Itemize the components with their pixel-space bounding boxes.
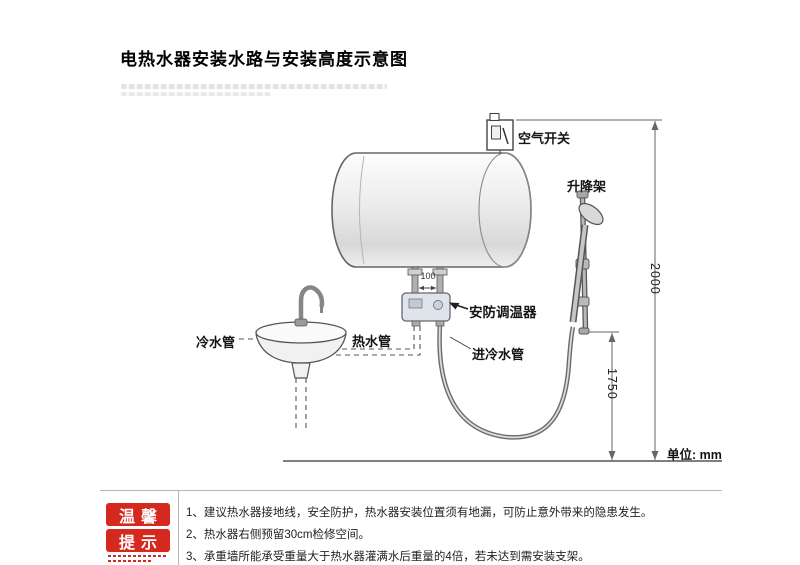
thermostat-label: 安防调温器 xyxy=(469,305,537,320)
thermostat-arrow xyxy=(449,302,469,310)
dimension-2000-value: 2000 xyxy=(648,263,662,295)
hot-pipe-label: 热水管 xyxy=(352,334,392,349)
sink xyxy=(255,321,347,379)
lift-rack-label: 升降架 xyxy=(567,179,607,194)
tips-note-1: 1、建议热水器接地线，安全防护，热水器安装位置须有地漏，可防止意外带来的隐患发生… xyxy=(186,507,653,519)
watermark-text-line xyxy=(121,92,271,96)
warm-tips-stamp: 温馨 提示 xyxy=(106,503,170,562)
stamp-fine-print-line xyxy=(108,555,168,557)
tips-top-divider xyxy=(100,490,722,491)
warm-tips-stamp-line1: 温馨 xyxy=(106,503,170,526)
dimension-100-value: 100 xyxy=(420,271,436,281)
tips-notes: 1、建议热水器接地线，安全防护，热水器安装位置须有地漏，可防止意外带来的隐患发生… xyxy=(186,506,720,565)
tips-vertical-divider xyxy=(178,490,179,565)
sink-drain-dashed-pipe xyxy=(295,378,307,429)
watermark-text-line xyxy=(121,84,387,89)
faucet xyxy=(294,285,325,327)
water-heater-tank xyxy=(331,152,532,268)
air-switch-label: 空气开关 xyxy=(518,131,571,146)
unit-label: 单位: mm xyxy=(667,448,722,462)
page-title: 电热水器安装水路与安装高度示意图 xyxy=(120,50,408,69)
hot-water-dashed-pipe xyxy=(322,326,421,356)
tips-note-2: 2、热水器右侧预留30cm检修空间。 xyxy=(186,529,371,541)
hand-shower xyxy=(569,202,604,323)
shower-hose xyxy=(437,323,576,440)
dimension-1750-value: 1750 xyxy=(605,368,619,400)
cold-pipe-label: 冷水管 xyxy=(196,335,236,350)
thermostat xyxy=(401,292,451,327)
dimension-line-100 xyxy=(419,285,436,291)
inlet-cold-pipe-label: 进冷水管 xyxy=(472,347,525,362)
inlet-pipe-leader-line xyxy=(449,336,472,350)
air-switch-icon xyxy=(486,112,514,154)
dimension-line-1750 xyxy=(589,331,619,460)
dimension-line-2000 xyxy=(516,119,662,460)
stamp-fine-print-line xyxy=(108,560,153,562)
tips-note-3: 3、承重墙所能承受重量大于热水器灌满水后重量的4倍，若未达到需安装支架。 xyxy=(186,551,590,563)
warm-tips-stamp-line2: 提示 xyxy=(106,529,170,552)
